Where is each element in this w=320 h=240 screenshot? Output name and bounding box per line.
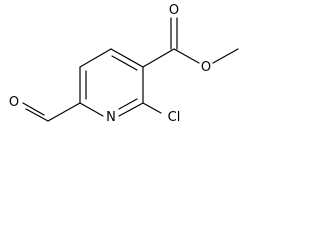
atom-label-ester-carbonyl-oxygen: O [169,3,179,18]
chemical-structure: N Cl O O O [9,3,239,125]
atom-label-chlorine: Cl [168,110,181,125]
bond-c3-c4-inner [111,55,138,71]
bond-n1-c2 [118,102,144,117]
bond-c4-c5 [79,48,112,68]
bond-ether-oxygen-to-methyl [212,48,239,64]
atom-label-ester-ether-oxygen: O [201,60,211,75]
bond-n1-c2-inner [118,98,138,110]
atom-label-ring-nitrogen: N [106,110,116,125]
pyridine-ring [79,48,144,117]
bond-c6-n1 [79,102,104,117]
bond-c2-cl [142,102,162,114]
methyl-ester-group [142,17,239,68]
bond-aldehyde-double-1 [25,108,49,122]
formyl-group [22,102,81,122]
bond-carbonyl-to-ether-oxygen [173,48,200,64]
bond-aldehyde-double-2 [22,102,45,116]
bond-c6-aldehyde-carbon [47,102,81,122]
atom-label-aldehyde-oxygen: O [9,95,19,110]
bond-c3-c4 [110,48,144,68]
bond-c3-carbonyl-carbon [142,48,175,68]
